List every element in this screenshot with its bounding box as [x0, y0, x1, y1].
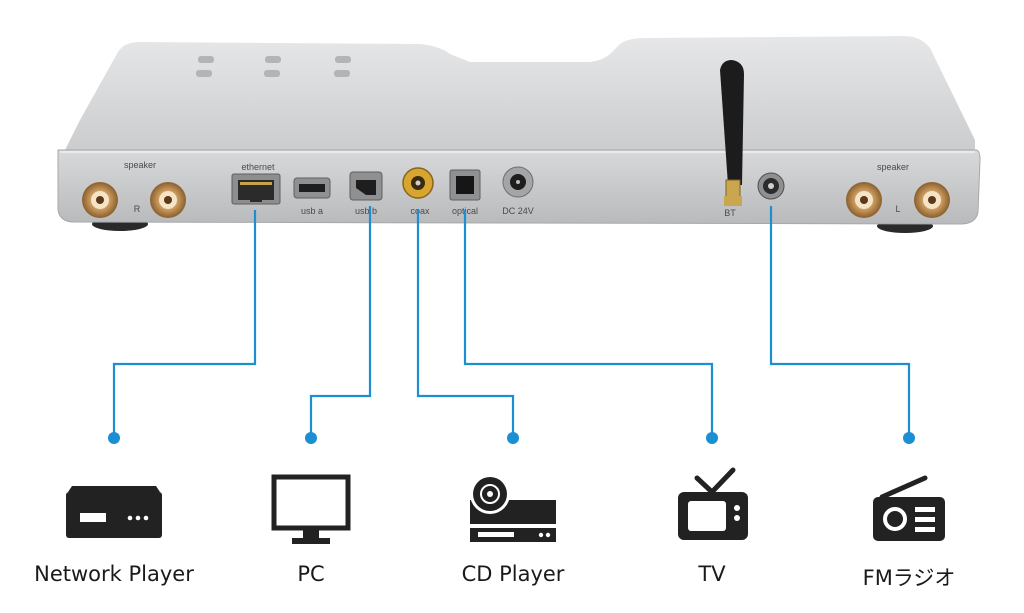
usb-a-port [293, 177, 331, 199]
speaker-l-label: L [895, 204, 900, 214]
source-label-tv: TV [698, 562, 726, 586]
source-label-network-player: Network Player [34, 562, 194, 586]
coax-port [402, 167, 434, 199]
usb-b-label: usb b [355, 206, 377, 216]
amplifier-device: speaker R ethernet usb a [57, 36, 981, 233]
endpoint-pc [305, 432, 317, 444]
speaker-terminal-left-2 [150, 182, 186, 218]
speaker-r-label: R [134, 204, 141, 214]
endpoint-fm-radio [903, 432, 915, 444]
connector-lines [112, 206, 911, 436]
dc-power-port [502, 166, 534, 198]
connector-ethernet-network-player [112, 210, 257, 436]
speaker-terminal-left-1 [82, 182, 118, 218]
source-label-cd-player: CD Player [461, 562, 565, 586]
cd-player-icon [470, 474, 556, 542]
speaker-terminal-right-2 [914, 182, 950, 218]
connector-endpoints [108, 432, 915, 444]
endpoint-tv [706, 432, 718, 444]
monitor-icon [271, 474, 351, 544]
top-buttons [196, 56, 351, 77]
dc-label: DC 24V [502, 206, 534, 216]
fm-antenna-port [757, 172, 785, 200]
tv-icon [678, 467, 748, 540]
usb-a-label: usb a [301, 206, 323, 216]
source-label-fm-radio: FMラジオ [862, 566, 956, 590]
chassis-top [60, 36, 975, 160]
speaker-left-label: speaker [124, 160, 156, 170]
connector-optical-tv [463, 210, 714, 436]
connector-fm-radio [769, 206, 911, 436]
usb-b-port [349, 171, 383, 201]
speaker-terminal-right-1 [846, 182, 882, 218]
endpoint-network-player [108, 432, 120, 444]
radio-icon [873, 475, 945, 541]
speaker-right-label: speaker [877, 162, 909, 172]
coax-label: coax [410, 206, 430, 216]
source-label-pc: PC [297, 562, 325, 586]
optical-port [449, 169, 481, 201]
connector-usb-b-pc [309, 206, 372, 436]
endpoint-cd-player [507, 432, 519, 444]
ethernet-port [231, 173, 281, 205]
ethernet-label: ethernet [241, 162, 275, 172]
connector-coax-cd-player [416, 210, 515, 436]
bluetooth-antenna [720, 60, 744, 206]
bt-label: BT [724, 208, 736, 218]
network-player-icon [66, 486, 162, 538]
